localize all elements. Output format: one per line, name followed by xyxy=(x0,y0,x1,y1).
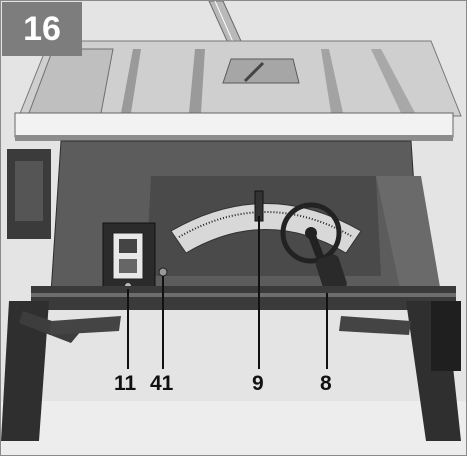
callout-8: 8 xyxy=(320,372,332,395)
callout-41: 41 xyxy=(150,372,174,395)
figure-number-badge: 16 xyxy=(2,2,82,56)
callout-9: 9 xyxy=(252,372,264,395)
callout-11: 11 xyxy=(114,372,137,395)
